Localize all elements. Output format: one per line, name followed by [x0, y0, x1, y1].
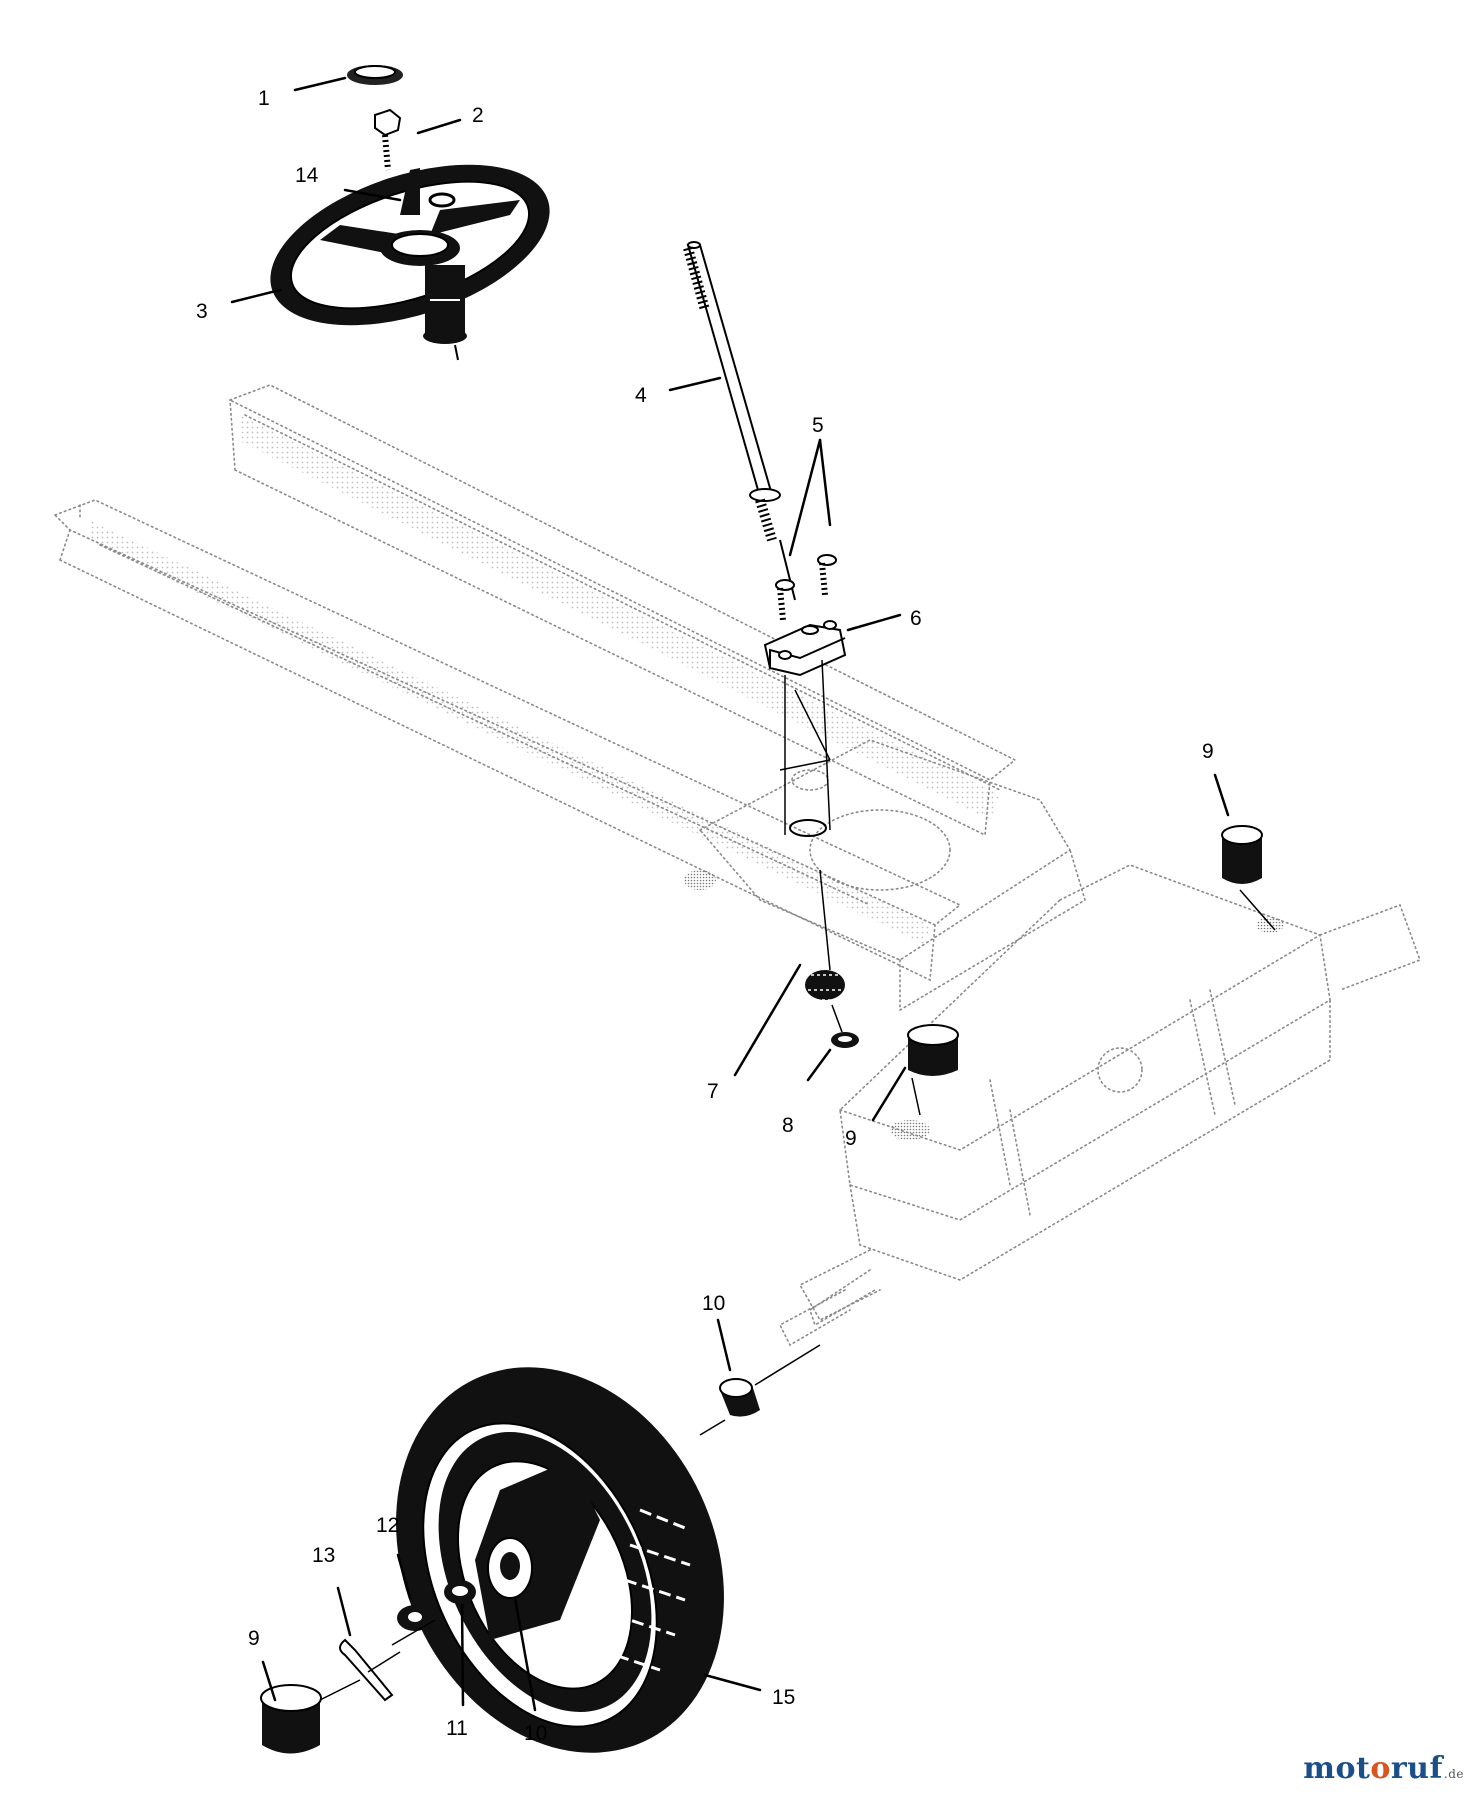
callout-13: 13 [312, 1544, 335, 1567]
frame-rails [53, 384, 1422, 1347]
watermark-brand-a: mot [1303, 1751, 1371, 1786]
part-12-washer [397, 1605, 433, 1631]
part-11-washer [444, 1580, 476, 1604]
part-10-bushing-axle [699, 1344, 821, 1436]
part-4-steering-shaft [683, 241, 796, 601]
part-5-screws [775, 554, 837, 621]
part-13-cotter-pin [339, 1619, 436, 1702]
watermark-brand-c: ruf [1390, 1751, 1443, 1786]
callout-3: 3 [196, 300, 208, 323]
callout-5: 5 [812, 414, 824, 437]
part-6-clamp [763, 620, 847, 837]
part-15-tire [396, 1367, 724, 1753]
callout-6: 6 [910, 607, 922, 630]
frame-dense-spots [684, 870, 1284, 1140]
callout-15: 15 [772, 1686, 795, 1709]
callout-9-top: 9 [1202, 740, 1214, 763]
leader-lines [230, 76, 1230, 1712]
part-1-cap [347, 65, 403, 85]
callout-2: 2 [472, 104, 484, 127]
callout-1: 1 [258, 87, 270, 110]
callout-7: 7 [707, 1080, 719, 1103]
callout-11: 11 [446, 1717, 468, 1740]
watermark-tld: .de [1443, 1767, 1464, 1781]
frame-rail-hatching [88, 415, 1000, 945]
part-9-bushing-top [1221, 825, 1276, 931]
part-8-washer [831, 1004, 859, 1048]
callout-labels: 1 2 14 3 4 5 6 9 7 8 9 10 13 12 9 11 10 … [196, 87, 1214, 1745]
part-9-bushing-mid [907, 1024, 959, 1116]
motoruf-watermark: motoruf.de [1303, 1751, 1464, 1786]
part-9-bushing-bottom [260, 1679, 361, 1754]
part-3-steering-wheel [270, 164, 550, 361]
callout-10-axle: 10 [702, 1292, 725, 1315]
callout-4: 4 [635, 384, 647, 407]
part-2-bolt [374, 108, 402, 171]
callout-14: 14 [295, 164, 319, 187]
callout-8: 8 [782, 1114, 794, 1137]
callout-9-bottom: 9 [248, 1627, 260, 1650]
callout-9-mid: 9 [845, 1127, 857, 1150]
watermark-brand-b: o [1370, 1751, 1391, 1786]
part-7-gear [805, 869, 845, 1001]
callout-12: 12 [376, 1514, 399, 1537]
callout-10-wheel: 10 [524, 1722, 547, 1745]
